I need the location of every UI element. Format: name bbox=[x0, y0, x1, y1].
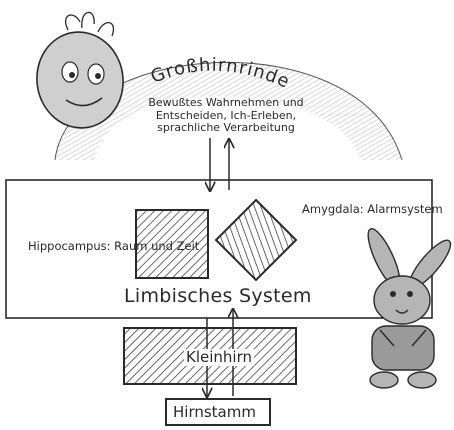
cortex-description: Bewußtes Wahrnehmen und Entscheiden, Ich… bbox=[146, 97, 306, 135]
amygdala-label: Amygdala: Alarmsystem bbox=[302, 203, 443, 216]
cortex-limbic-arrows bbox=[210, 138, 229, 190]
cerebellum-label: Kleinhirn bbox=[184, 349, 254, 366]
hippocampus-label: Hippocampus: Raum und Zeit bbox=[28, 240, 199, 253]
rabbit-character bbox=[362, 225, 454, 388]
limbic-system-label: Limbisches System bbox=[124, 286, 312, 308]
amygdala-shape bbox=[216, 200, 296, 280]
brainstem-label: Hirnstamm bbox=[173, 404, 256, 421]
